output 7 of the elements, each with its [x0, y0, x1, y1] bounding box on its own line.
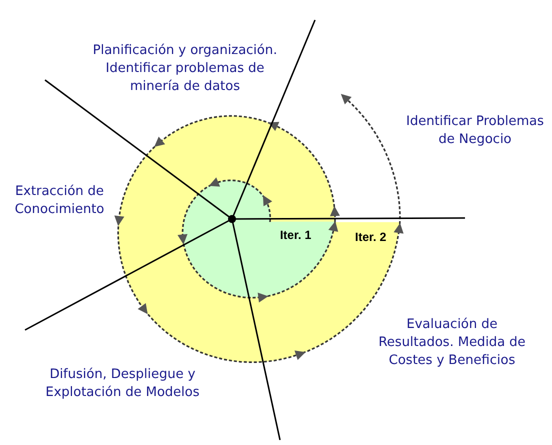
- phase-label: Identificar Problemas de Negocio: [405, 113, 545, 149]
- phase-label: Evaluación de Resultados. Medida de Costes y Beneficios: [377, 316, 527, 370]
- phase-label: Difusión, Despliegue y Explotación de Modelos: [44, 366, 200, 402]
- iteration-label: Iter. 2: [354, 230, 386, 244]
- phase-label: Planificación y organización. Identificar problemas de minería de datos: [92, 42, 278, 96]
- iteration-label: Iter. 1: [280, 228, 312, 242]
- phase-label: Extracción de Conocimiento: [14, 183, 106, 219]
